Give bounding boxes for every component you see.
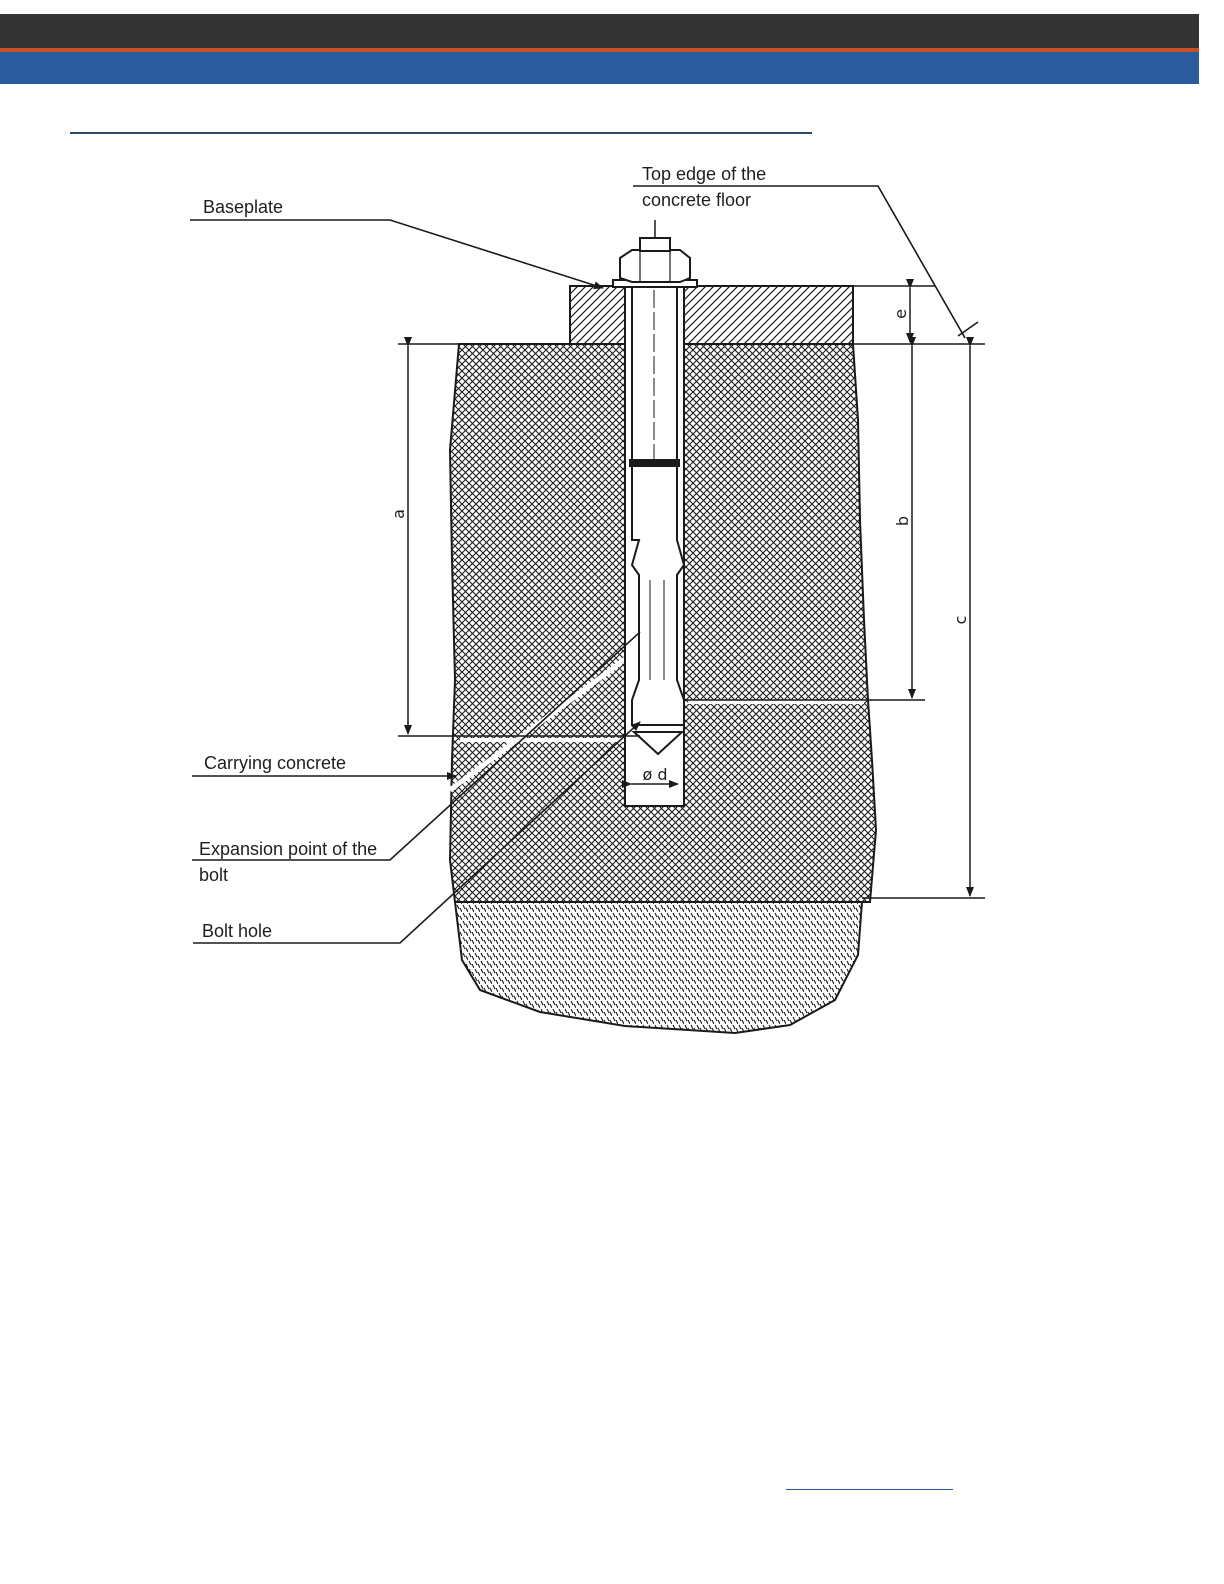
nut [613,220,697,287]
label-baseplate: Baseplate [203,197,283,217]
baseplate-right [684,286,853,344]
label-expansion-point-line2: bolt [199,865,228,885]
anchor-bolt [630,286,684,754]
label-bolt-hole: Bolt hole [202,921,272,941]
dimension-diameter-d: ø d [642,765,667,784]
dimension-c: c [951,616,970,625]
soil-layer [455,902,862,1033]
dimension-a: a [389,509,408,519]
label-top-edge-line1: Top edge of the [642,164,766,184]
label-expansion-point-line1: Expansion point of the [199,839,377,859]
label-carrying-concrete: Carrying concrete [204,753,346,773]
dimension-b: b [893,516,912,526]
baseplate-left [570,286,625,344]
dimension-e: e [891,309,910,319]
label-top-edge-line2: concrete floor [642,190,751,210]
